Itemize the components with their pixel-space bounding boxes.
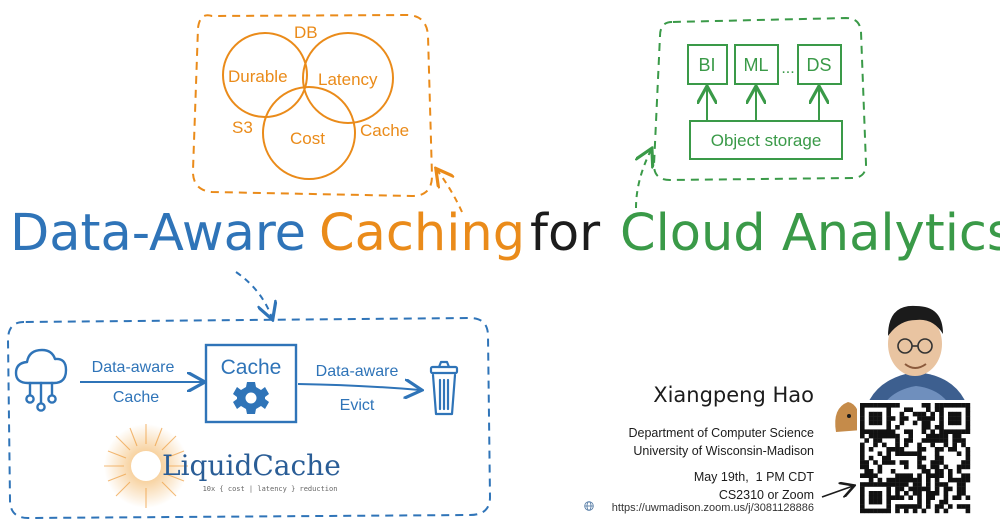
talk-schedule: May 19th, 1 PM CDT CS2310 or Zoom: [694, 468, 814, 504]
object-storage-label: Object storage: [711, 131, 822, 150]
speaker-affiliation: Department of Computer Science Universit…: [628, 424, 814, 460]
cache-box-label: Cache: [221, 356, 282, 379]
title-for: for: [530, 204, 601, 263]
venn-circle-latency: [302, 32, 394, 124]
venn-label-cache: Cache: [360, 121, 409, 140]
box-ds-label: DS: [806, 55, 831, 75]
arrow-to-evict: [297, 384, 420, 390]
box-object-storage: [689, 120, 843, 160]
title-caching: Caching: [319, 204, 526, 263]
title-data-aware: Data-Aware: [10, 204, 307, 263]
qr-pointer: [821, 486, 853, 497]
talk-date-time: May 19th, 1 PM CDT: [693, 470, 814, 484]
venn-label-cost: Cost: [290, 129, 325, 148]
speaker-department: Department of Computer Science: [628, 426, 814, 440]
venn-circle-cost: [262, 86, 356, 180]
talk-location: CS2310 or Zoom: [718, 488, 814, 502]
globe-icon: [584, 501, 594, 511]
venn-bubble: [191, 13, 434, 198]
left-arrow-label-1: Data-aware: [92, 359, 175, 376]
cache-pointer: [235, 271, 272, 318]
talk-title: Data-Aware Caching for Cloud Analytics: [0, 204, 1000, 274]
cloud-pointer: [636, 150, 651, 209]
qr-code: [857, 400, 973, 516]
venn-label-durable: Durable: [228, 67, 288, 86]
title-cloud-analytics: Cloud Analytics: [620, 204, 1000, 263]
cache-box: [204, 343, 298, 424]
cloud-network-icon: [14, 348, 68, 412]
right-arrow-label-2: Evict: [340, 397, 375, 414]
left-arrow-label-2: Cache: [113, 389, 159, 406]
venn-label-latency: Latency: [318, 70, 378, 89]
speaker-university: University of Wisconsin-Madison: [633, 444, 814, 458]
venn-label-db: DB: [294, 23, 318, 42]
venn-pointer: [437, 170, 463, 213]
right-arrow-label-1: Data-aware: [316, 363, 399, 380]
logo-name: LiquidCache: [162, 449, 341, 482]
trash-icon: [429, 360, 459, 416]
box-ml-label: ML: [743, 55, 768, 75]
cache-bubble: [6, 316, 492, 520]
box-bi-label: BI: [698, 55, 715, 75]
box-ellipsis: ...: [781, 60, 794, 77]
logo-tagline: 10x { cost | latency } reduction: [203, 485, 338, 493]
gear-icon: [233, 382, 269, 414]
liquidcache-sun-icon: [104, 424, 188, 508]
venn-label-s3: S3: [232, 118, 253, 137]
zoom-link[interactable]: https://uwmadison.zoom.us/j/3081128886: [611, 502, 814, 514]
cloud-bubble: [652, 16, 868, 182]
speaker-name: Xiangpeng Hao: [653, 383, 814, 407]
